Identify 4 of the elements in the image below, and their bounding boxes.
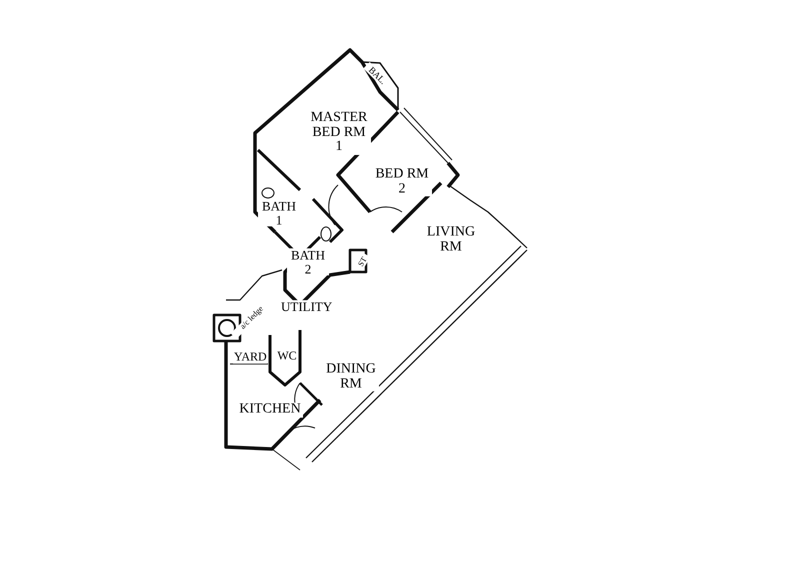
room-label: BATH 2 [287,248,329,276]
room-label: KITCHEN [237,402,303,418]
room-label: WC [276,350,298,362]
room-label: YARD [233,350,267,364]
